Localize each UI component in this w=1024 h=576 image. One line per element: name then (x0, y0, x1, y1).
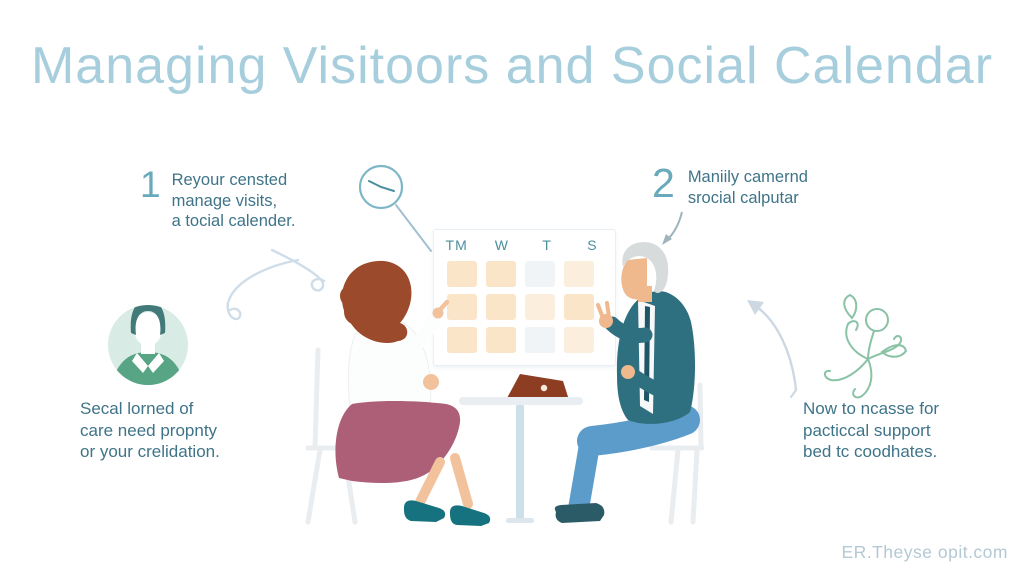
step-1-block: 1 Reyour censted manage visits, a tocial… (140, 166, 295, 232)
man-illustration (554, 242, 705, 525)
calendar-day-label: TM (445, 237, 468, 253)
step-1-line: manage visits, (171, 191, 278, 210)
calendar-cell (564, 327, 594, 353)
clock-connector-line (395, 204, 432, 252)
note-right-line: bed tc coodhates. (803, 442, 938, 461)
step-2-block: 2 Maniily camernd srocial calputar (652, 163, 808, 208)
note-left-line: care need propnty (80, 420, 218, 440)
note-left: Secal lorned of care need propnty or you… (80, 398, 220, 463)
calendar-cell (525, 261, 555, 287)
step-2-line: srocial calputar (687, 188, 799, 207)
swirl-arrow-left (226, 248, 326, 321)
calendar-cell (525, 327, 555, 353)
watermark-text: ER.Theyse opit.com (841, 542, 1008, 562)
person-avatar-icon (108, 305, 188, 385)
step-2-line: Maniily camernd (687, 168, 808, 186)
page-title: Managing Visitoors and Social Calendar (30, 37, 994, 95)
calendar-cell (564, 294, 594, 320)
calendar-cell (564, 261, 594, 287)
calendar-card: TM W T S (433, 229, 616, 366)
note-left-line: or your crelidation. (80, 442, 220, 461)
calendar-day-label: W (494, 237, 509, 253)
calendar-cell (525, 294, 555, 320)
floral-plant-icon (823, 293, 908, 399)
man-chair (649, 382, 705, 525)
calendar-cell (447, 327, 477, 353)
curved-arrow-down (662, 211, 683, 245)
calendar-cell (486, 294, 516, 320)
note-right-line: Now to ncasse for (803, 399, 940, 418)
step-1-number: 1 (140, 164, 161, 205)
step-2-text: Maniily camernd srocial calputar (688, 163, 808, 208)
calendar-cell (447, 294, 477, 320)
step-1-line: a tocial calender. (171, 212, 296, 230)
note-right-line: pacticcal support (803, 420, 931, 440)
calendar-grid (447, 261, 615, 353)
calendar-day-label: S (587, 237, 598, 253)
calendar-cell (486, 327, 516, 353)
calendar-cell (447, 261, 477, 287)
calendar-header-row: TM W T S (434, 237, 615, 253)
note-right: Now to ncasse for pacticcal support bed … (803, 398, 939, 463)
table-illustration (459, 374, 583, 523)
step-1-line: Reyour censted (171, 171, 288, 189)
calendar-cell (486, 261, 516, 287)
step-1-text: Reyour censted manage visits, a tocial c… (172, 166, 296, 232)
clock-icon (358, 164, 404, 210)
woman-illustration (305, 260, 491, 526)
note-left-line: Secal lorned of (80, 399, 194, 418)
calendar-day-label: T (542, 237, 552, 253)
swirl-arrow-right (747, 300, 798, 398)
step-2-number: 2 (652, 160, 675, 206)
